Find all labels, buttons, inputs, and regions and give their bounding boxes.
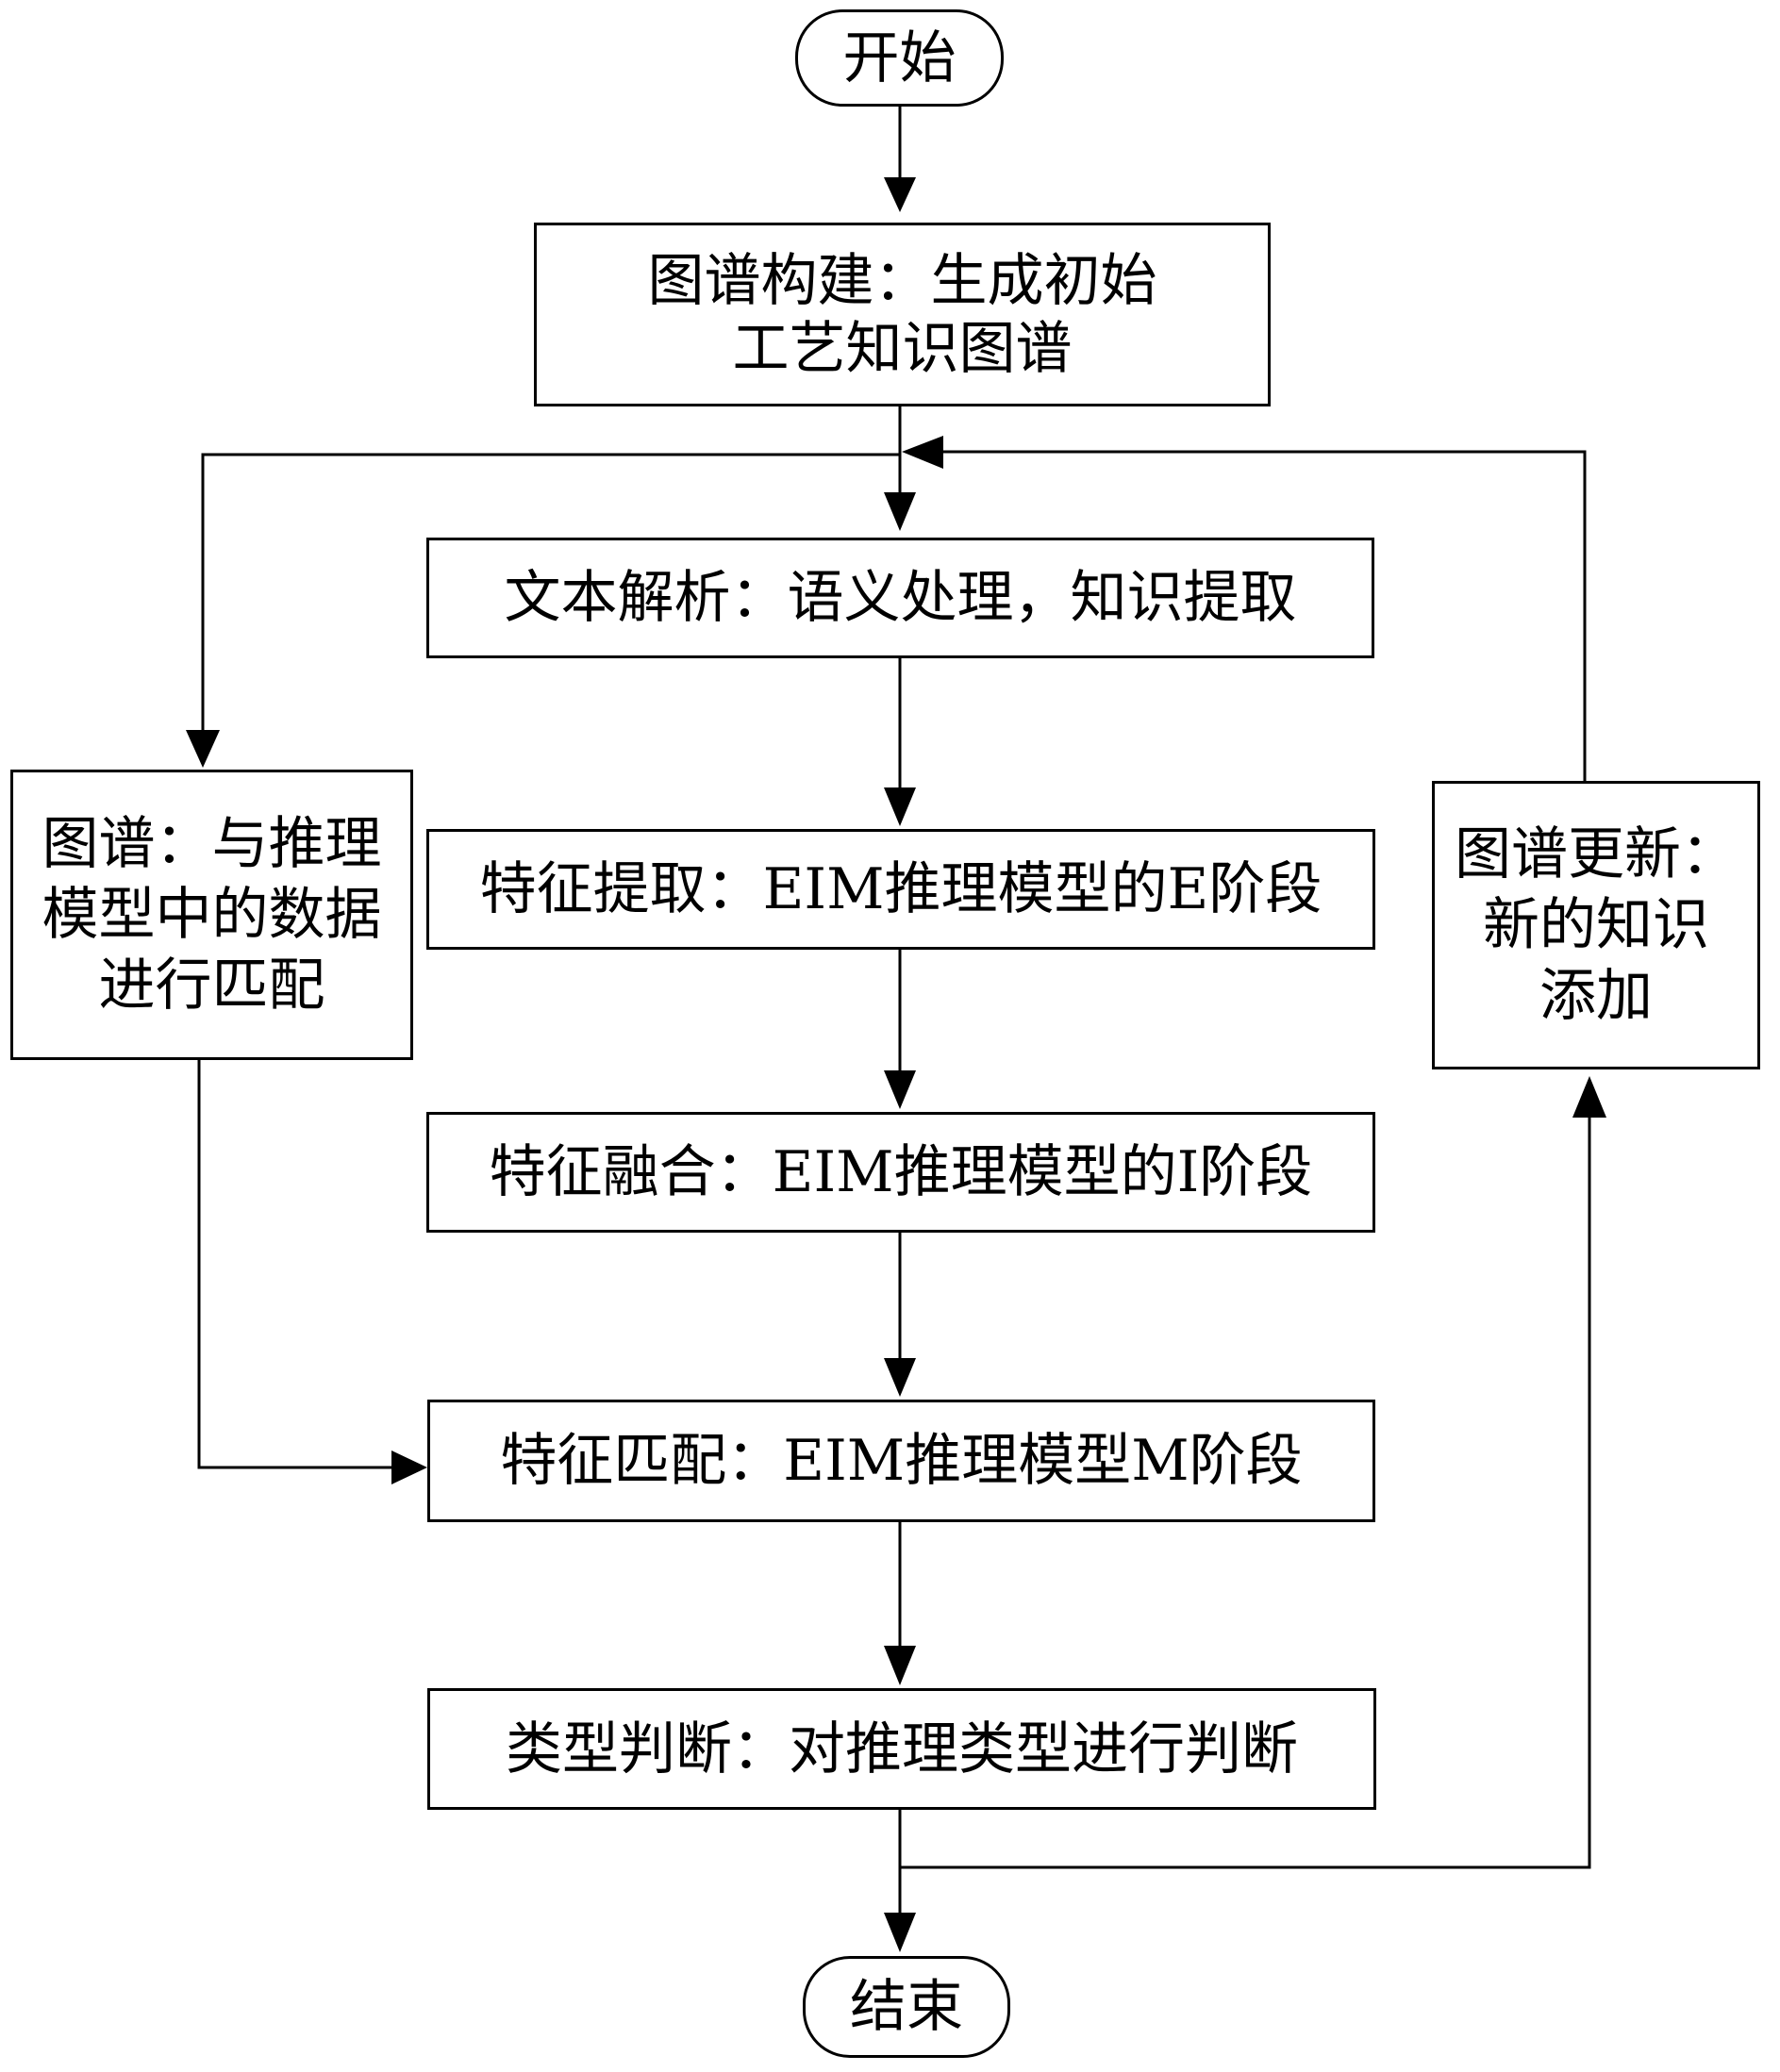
start-label: 开始	[842, 25, 957, 91]
step-graph-build-line-2: 工艺知识图谱	[732, 315, 1073, 382]
graph-update-line-1: 图谱更新：	[1455, 821, 1738, 887]
step-feature-match: 特征匹配：EIM推理模型M阶段	[427, 1400, 1375, 1522]
step-text-parse-label: 文本解析：语义处理，知识提取	[504, 565, 1297, 631]
connector-judge-to-update	[900, 1118, 1591, 1869]
step-feature-fusion: 特征融合：EIM推理模型的I阶段	[426, 1112, 1375, 1233]
connector-graphmatch-to-featurematch	[197, 1060, 391, 1469]
graph-update-line-2: 新的知识	[1483, 891, 1709, 958]
step-type-judge-label: 类型判断：对推理类型进行判断	[506, 1716, 1298, 1782]
step-type-judge: 类型判断：对推理类型进行判断	[427, 1688, 1376, 1810]
step-graph-build-line-1: 图谱构建：生成初始	[647, 247, 1157, 314]
graph-match-line-2: 模型中的数据	[42, 881, 382, 948]
graph-update-box: 图谱更新： 新的知识 添加	[1432, 781, 1760, 1069]
arrowhead-to-graphmatch	[186, 730, 220, 768]
graph-update-line-3: 添加	[1539, 962, 1653, 1029]
connector-loop-to-match	[201, 453, 900, 733]
end-label: 结束	[850, 1974, 963, 2040]
arrowhead-to-parse	[884, 492, 916, 531]
step-feature-match-label: 特征匹配：EIM推理模型M阶段	[500, 1428, 1303, 1494]
step-feature-extract: 特征提取：EIM推理模型的E阶段	[426, 829, 1375, 950]
step-graph-build: 图谱构建：生成初始 工艺知识图谱	[534, 223, 1271, 406]
arrowhead-to-featurematch-side	[391, 1450, 427, 1484]
arrowhead-to-update	[1572, 1076, 1606, 1118]
graph-match-line-3: 进行匹配	[98, 952, 325, 1019]
start-terminal: 开始	[795, 9, 1004, 107]
step-feature-fusion-label: 特征融合：EIM推理模型的I阶段	[489, 1139, 1313, 1205]
graph-match-box: 图谱：与推理 模型中的数据 进行匹配	[10, 770, 413, 1060]
arrowhead-to-end	[884, 1913, 916, 1952]
arrowhead-to-judge	[884, 1646, 916, 1685]
step-text-parse: 文本解析：语义处理，知识提取	[426, 538, 1374, 658]
arrowhead-to-loop	[902, 436, 943, 469]
graph-match-line-1: 图谱：与推理	[42, 810, 382, 877]
step-feature-extract-label: 特征提取：EIM推理模型的E阶段	[479, 856, 1323, 922]
arrowhead-to-build	[884, 177, 916, 212]
end-terminal: 结束	[803, 1956, 1010, 2058]
arrowhead-to-featurematch	[884, 1358, 916, 1397]
connector-update-to-loop	[943, 450, 1587, 781]
arrowhead-to-fusion	[884, 1070, 916, 1109]
arrowhead-to-extract	[884, 787, 916, 826]
